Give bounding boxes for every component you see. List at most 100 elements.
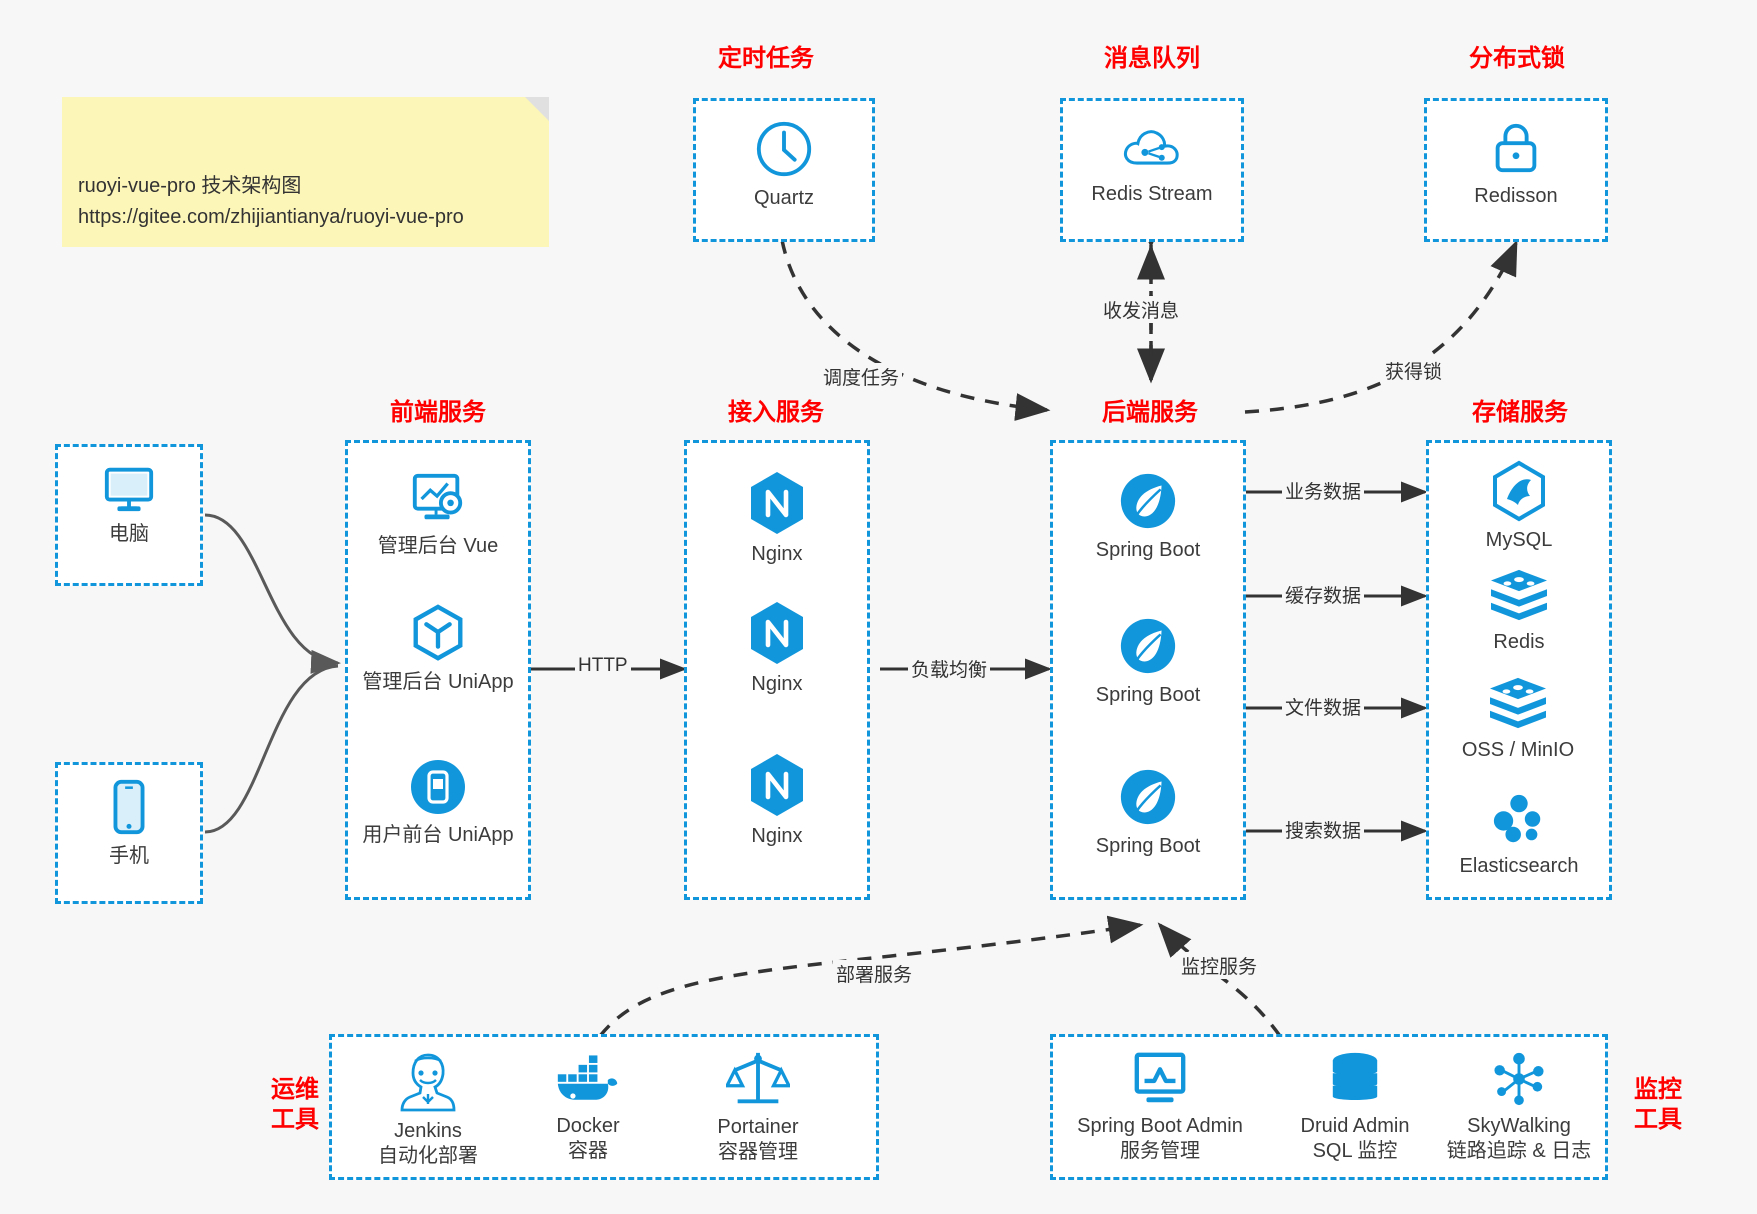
edge-label-message: 收发消息 [1100, 296, 1183, 323]
skywalking-icon [1489, 1050, 1549, 1108]
edge-label-getlock: 获得锁 [1382, 357, 1446, 384]
docker-icon [555, 1050, 621, 1108]
sticky-note-text: ruoyi-vue-pro 技术架构图 https://gitee.com/zh… [78, 175, 464, 228]
node-label: 电脑 [109, 523, 149, 545]
node-redisson[interactable]: Redisson [1436, 118, 1596, 209]
node-redis-stream[interactable]: Redis Stream [1072, 120, 1232, 207]
node-springboot-3[interactable]: Spring Boot [1062, 766, 1234, 859]
group-title-lock: 分布式锁 [1469, 45, 1565, 72]
node-label: 手机 [109, 845, 149, 867]
phone-icon [107, 778, 151, 838]
node-springboot-1[interactable]: Spring Boot [1062, 470, 1234, 563]
group-box-storage[interactable] [1426, 440, 1612, 900]
edge-label-cachedata: 缓存数据 [1282, 581, 1365, 608]
group-title-storage: 存储服务 [1472, 399, 1568, 426]
node-phone[interactable]: 手机 [67, 778, 191, 869]
edge-deploy [598, 915, 1144, 1038]
jenkins-icon [397, 1047, 459, 1113]
node-label: Docker [556, 1115, 620, 1137]
node-admin-vue[interactable]: 管理后台 Vue [356, 470, 520, 559]
uniapp-icon [408, 602, 468, 664]
node-nginx-2[interactable]: Nginx [696, 600, 858, 697]
node-nginx-3[interactable]: Nginx [696, 752, 858, 849]
edge-label-monitorsvc: 监控服务 [1178, 952, 1261, 979]
group-title-backend: 后端服务 [1102, 399, 1198, 426]
portainer-icon [724, 1047, 792, 1109]
group-title-scheduler: 定时任务 [718, 45, 814, 72]
mobile-app-icon [408, 757, 468, 817]
node-label: Druid Admin [1300, 1115, 1410, 1137]
node-label: 管理后台 Vue [377, 535, 499, 557]
edge-label-filedata: 文件数据 [1282, 693, 1365, 720]
edge-label-lb: 负载均衡 [908, 655, 991, 682]
elasticsearch-icon [1490, 790, 1548, 848]
node-label: Nginx [751, 543, 803, 565]
node-springboot-2[interactable]: Spring Boot [1062, 615, 1234, 708]
node-skywalking[interactable]: SkyWalking 链路追踪 & 日志 [1430, 1050, 1608, 1164]
spring-boot-icon [1117, 615, 1179, 677]
nginx-icon [747, 470, 807, 536]
group-box-pc[interactable] [55, 444, 203, 586]
node-spring-boot-admin[interactable]: Spring Boot Admin 服务管理 [1060, 1050, 1260, 1164]
note-fold-corner [525, 97, 549, 121]
group-title-frontend: 前端服务 [390, 399, 486, 426]
node-mysql[interactable]: MySQL [1438, 460, 1600, 553]
node-label: MySQL [1485, 529, 1553, 551]
node-oss-minio[interactable]: OSS / MinIO [1428, 676, 1608, 763]
edge-label-bizdata: 业务数据 [1282, 477, 1365, 504]
node-redis[interactable]: Redis [1438, 568, 1600, 655]
vue-admin-icon [407, 470, 469, 528]
node-label: Nginx [751, 673, 803, 695]
spring-boot-admin-icon [1129, 1050, 1191, 1108]
node-label: Spring Boot [1095, 684, 1201, 706]
spring-boot-icon [1117, 766, 1179, 828]
nginx-icon [747, 600, 807, 666]
node-sublabel: SQL 监控 [1312, 1140, 1398, 1162]
sticky-note: ruoyi-vue-pro 技术架构图 https://gitee.com/zh… [62, 97, 549, 247]
edge-label-deploy: 部署服务 [833, 960, 916, 987]
node-portainer[interactable]: Portainer 容器管理 [678, 1047, 838, 1165]
node-label: Spring Boot Admin [1077, 1115, 1243, 1137]
node-label: Jenkins [394, 1120, 462, 1142]
node-admin-uniapp[interactable]: 管理后台 UniApp [348, 602, 528, 695]
node-label: Quartz [753, 187, 815, 209]
desktop-icon [100, 462, 158, 516]
edge-label-searchdata: 搜索数据 [1282, 816, 1365, 843]
group-title-monitor: 监控 工具 [1634, 1076, 1682, 1133]
redis-icon [1488, 568, 1550, 624]
node-label: Nginx [751, 825, 803, 847]
node-label: Redis Stream [1091, 183, 1213, 205]
node-quartz[interactable]: Quartz [704, 118, 864, 211]
edge-label-http: HTTP [575, 655, 631, 677]
node-label: Redisson [1474, 185, 1558, 207]
node-user-uniapp[interactable]: 用户前台 UniApp [348, 757, 528, 848]
node-jenkins[interactable]: Jenkins 自动化部署 [348, 1047, 508, 1169]
node-sublabel: 自动化部署 [378, 1145, 478, 1167]
lock-icon [1487, 118, 1545, 178]
group-title-gateway: 接入服务 [728, 399, 824, 426]
node-label: OSS / MinIO [1461, 739, 1575, 761]
edge-schedule [780, 239, 1051, 421]
cloud-stream-icon [1121, 120, 1183, 176]
clock-icon [753, 118, 815, 180]
mysql-icon [1490, 460, 1548, 522]
group-title-mq: 消息队列 [1104, 45, 1200, 72]
druid-icon [1327, 1050, 1383, 1108]
oss-icon [1487, 676, 1549, 732]
node-sublabel: 服务管理 [1120, 1140, 1200, 1162]
node-sublabel: 链路追踪 & 日志 [1446, 1140, 1592, 1162]
node-label: 用户前台 UniApp [362, 824, 514, 846]
spring-boot-icon [1117, 470, 1179, 532]
node-label: Elasticsearch [1459, 855, 1579, 877]
node-druid-admin[interactable]: Druid Admin SQL 监控 [1270, 1050, 1440, 1164]
node-sublabel: 容器管理 [718, 1141, 798, 1163]
node-elasticsearch[interactable]: Elasticsearch [1424, 790, 1614, 879]
edge-phone-to-frontend [204, 664, 339, 834]
node-label: Portainer [717, 1116, 799, 1138]
node-docker[interactable]: Docker 容器 [508, 1050, 668, 1164]
node-nginx-1[interactable]: Nginx [696, 470, 858, 567]
node-pc[interactable]: 电脑 [67, 462, 191, 547]
edge-pc-to-frontend [204, 513, 341, 674]
nginx-icon [747, 752, 807, 818]
